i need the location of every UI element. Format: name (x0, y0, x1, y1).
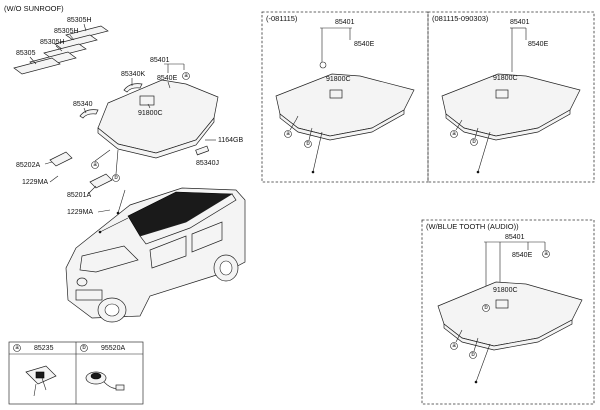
assist-handle-85340K (123, 83, 143, 93)
label-85202A: 85202A (16, 162, 40, 169)
legend-key-b-text: b (82, 345, 86, 351)
inset3-headliner (437, 281, 583, 351)
car-side-window-1 (149, 235, 187, 269)
car-windshield (79, 245, 139, 273)
inset2-label-8540E: 8540E (528, 41, 549, 48)
callout-b-left-text: b (114, 175, 118, 181)
inset2-callout-a (450, 130, 458, 138)
label-85305H-b: 85305H (54, 28, 79, 35)
legend-box: a 85235 b 95520A (8, 341, 144, 405)
label-85340J: 85340J (196, 160, 219, 167)
inset1-label-91800C: 91800C (326, 76, 351, 83)
label-1164GB: 1164GB (218, 137, 243, 144)
inset-081115-090303 (427, 11, 595, 183)
label-8540E: 8540E (157, 75, 178, 82)
inset1-callout-a (284, 130, 292, 138)
label-85305: 85305 (16, 50, 36, 57)
label-85201A: 85201A (67, 192, 91, 199)
legend-key-a-text: a (15, 345, 19, 351)
inset3-callout-a-top (542, 250, 550, 258)
assist-handle-85340 (79, 109, 99, 119)
inset1-headliner (275, 73, 415, 141)
inset1-label-8540E: 8540E (354, 41, 375, 48)
callout-a-left (91, 161, 99, 169)
callout-a-main (182, 72, 190, 80)
car-illustration (65, 187, 246, 323)
inset3-label-91800C: 91800C (493, 287, 518, 294)
legend-part-85235: 85235 (34, 345, 54, 352)
label-85305H-a: 85305H (67, 17, 92, 24)
map-lamp-opening (139, 95, 155, 106)
headliner-main (97, 79, 219, 159)
section-title-wo-sunroof: (W/O SUNROOF) (4, 4, 64, 13)
inset2-label-85401: 85401 (510, 19, 530, 26)
inset3-callout-b-text: b (471, 352, 475, 358)
label-85305H-c: 85305H (40, 39, 65, 46)
legend-key-a (13, 344, 21, 352)
label-1229MA-b: 1229MA (67, 209, 93, 216)
inset2-callout-b-text: b (472, 139, 476, 145)
label-85340: 85340 (73, 101, 93, 108)
inset-bluetooth (421, 219, 595, 405)
inset2-callout-b (470, 138, 478, 146)
label-85340K: 85340K (121, 71, 145, 78)
section-title-bluetooth: (W/BLUE TOOTH (AUDIO)) (426, 222, 519, 231)
inset1-marker (319, 61, 327, 69)
inset2-callout-a-text: a (452, 131, 456, 137)
label-91800C: 91800C (138, 110, 163, 117)
inset1-callout-b-text: b (306, 141, 310, 147)
callout-b-left (112, 174, 120, 182)
inset3-callout-a-top-text: a (544, 251, 548, 257)
microphone-95520A-drawing (85, 371, 125, 391)
legend-part-95520A: 95520A (101, 345, 125, 352)
label-1229MA-a: 1229MA (22, 179, 48, 186)
clip-85235-drawing (25, 365, 57, 397)
sun-visor-85202A (49, 151, 73, 167)
inset1-label-85401: 85401 (335, 19, 355, 26)
inset2-headliner (441, 73, 581, 141)
callout-a-main-text: a (184, 73, 188, 79)
inset3-label-85401: 85401 (505, 234, 525, 241)
legend-key-b (80, 344, 88, 352)
label-85401: 85401 (150, 57, 170, 64)
inset3-callout-a (450, 342, 458, 350)
section-title-081115-090303: (081115-090303) (432, 14, 489, 23)
inset3-callout-b-mid (482, 304, 490, 312)
sun-visor-85201A (89, 173, 113, 189)
inset3-callout-b (469, 351, 477, 359)
inset2-label-91800C: 91800C (493, 75, 518, 82)
car-grille (75, 289, 103, 301)
car-headlamp (76, 277, 88, 287)
inset3-callout-b-mid-text: b (484, 305, 488, 311)
clip-85340J (195, 145, 210, 156)
car-side-window-2 (191, 221, 223, 253)
inset1-callout-b (304, 140, 312, 148)
inset3-label-8540E: 8540E (512, 252, 533, 259)
roof-pads-group (13, 25, 109, 75)
inset1-callout-a-text: a (286, 131, 290, 137)
inset3-callout-a-text: a (452, 343, 456, 349)
callout-a-left-text: a (93, 162, 97, 168)
section-title-081115: (-081115) (266, 14, 298, 23)
